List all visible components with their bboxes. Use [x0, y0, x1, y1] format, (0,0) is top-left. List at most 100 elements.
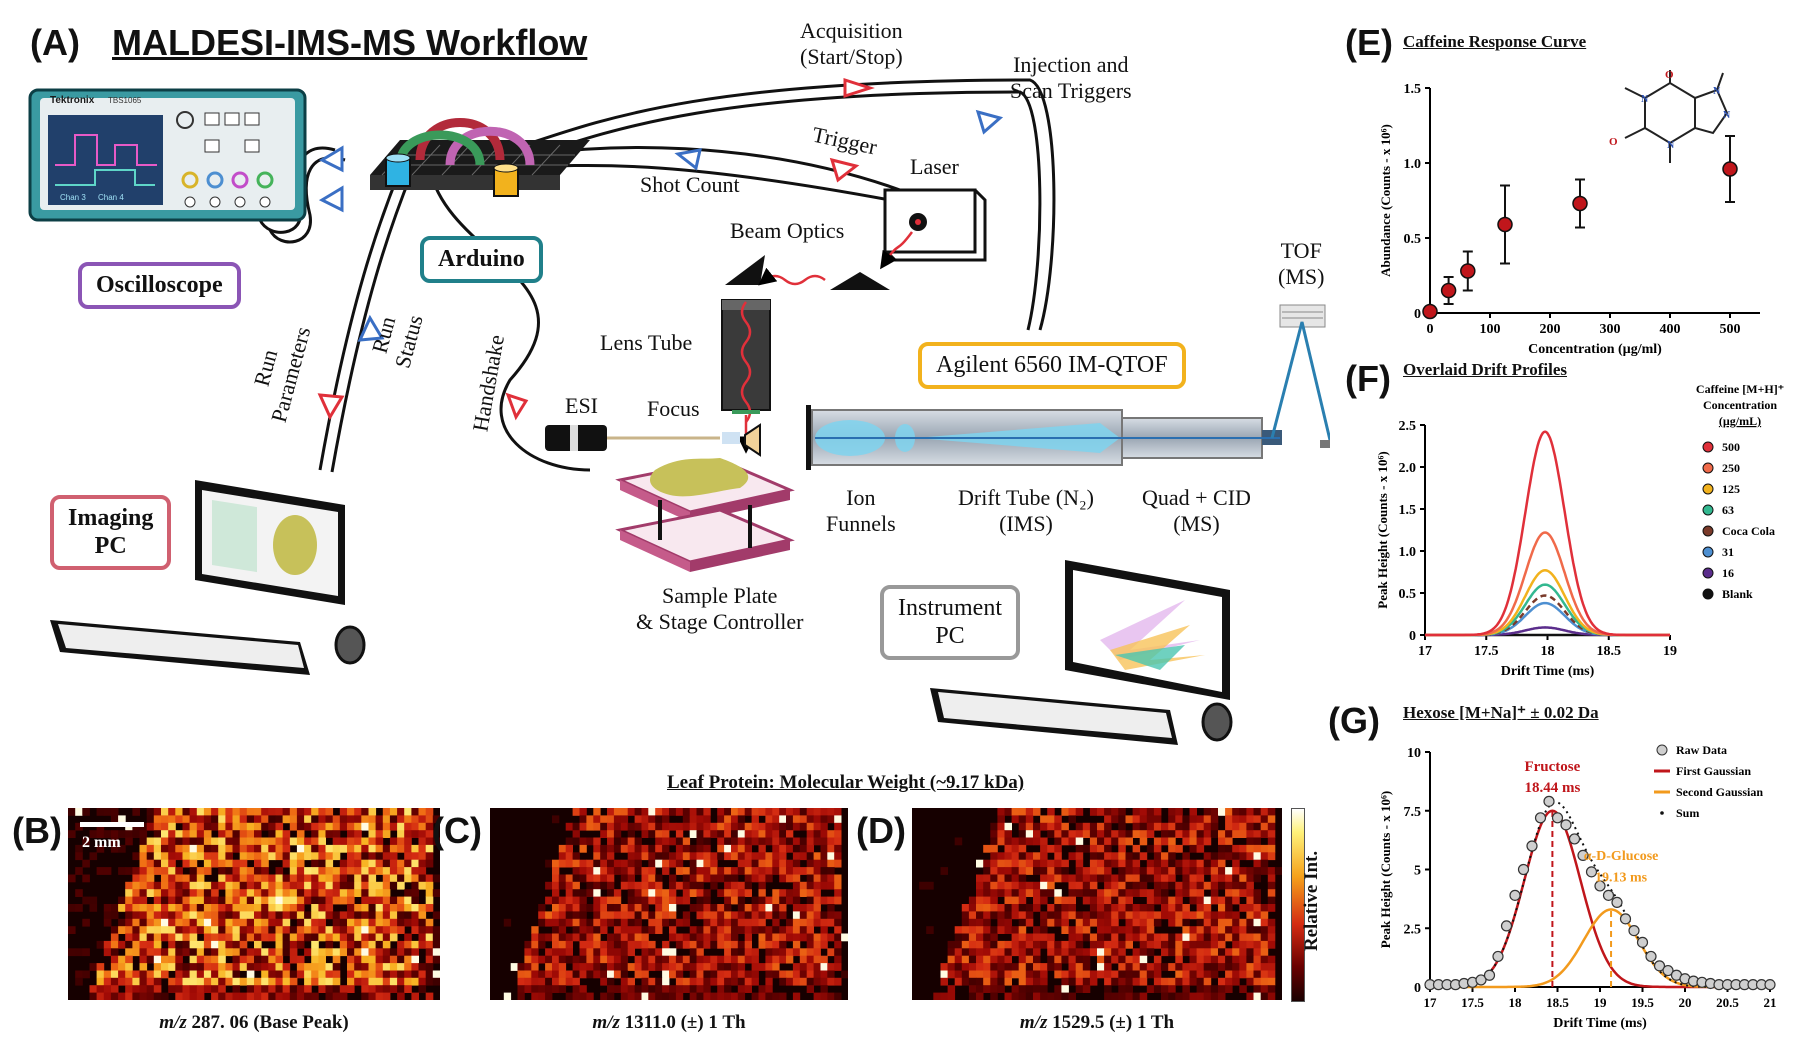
ims-image-c-pixel: [799, 815, 808, 824]
ims-image-c-pixel: [731, 896, 739, 905]
ims-image-b-pixel: [368, 933, 377, 942]
ims-image-c-pixel: [696, 948, 704, 957]
ims-image-c-pixel: [675, 859, 684, 868]
ims-image-b-pixel: [418, 808, 427, 816]
ims-image-b-pixels: [68, 808, 440, 1000]
ims-image-b-pixel: [282, 815, 291, 824]
ims-image-c-pixel: [737, 881, 746, 890]
ims-image-c-pixel: [703, 940, 711, 949]
ims-image-b-pixel: [239, 844, 248, 853]
ims-image-b-pixel: [311, 940, 319, 949]
ims-image-d-pixel: [1260, 955, 1269, 964]
ims-image-d-pixel: [1182, 933, 1190, 942]
ims-image-d-pixel: [1047, 904, 1055, 912]
ims-image-b-pixel: [318, 918, 326, 927]
ims-image-d-pixel: [1253, 940, 1261, 949]
ims-image-c-pixel: [565, 837, 573, 846]
ims-image-d-pixel: [961, 911, 970, 920]
ims-image-c-pixel: [655, 889, 663, 897]
ims-image-d-pixel: [1239, 904, 1247, 912]
ims-image-d-pixel: [1011, 815, 1020, 824]
ims-image-b-pixel: [318, 830, 326, 838]
ims-image-b-pixel: [275, 896, 284, 905]
ims-image-c-pixel: [779, 815, 787, 824]
chart-g-raw-point: [1500, 920, 1513, 932]
ims-image-b-pixel: [175, 926, 183, 934]
ims-image-c-pixel: [792, 963, 801, 971]
ims-image-c-pixel: [558, 955, 567, 964]
ims-image-b-pixel: [225, 881, 233, 890]
ims-image-d-pixel: [1061, 867, 1069, 875]
ims-image-d-pixel: [1232, 918, 1240, 927]
ims-image-c-pixel: [669, 926, 677, 934]
ims-image-d-pixel: [1104, 911, 1112, 920]
ims-image-c-pixel: [731, 933, 739, 942]
ims-image-b-pixel: [139, 874, 148, 883]
ims-image-d-pixel: [1175, 911, 1183, 920]
ims-image-b-pixel: [246, 911, 255, 920]
ims-image-d-pixel: [1239, 963, 1247, 971]
ims-image-d-pixel: [1161, 874, 1169, 883]
ims-image-b-pixel: [354, 904, 362, 912]
ims-image-c-pixel: [710, 904, 718, 912]
ims-image-b-pixel: [110, 977, 119, 986]
ims-image-d-pixel: [1182, 822, 1190, 831]
ims-image-c-pixel: [524, 985, 532, 993]
ims-image-c-pixel: [620, 837, 629, 846]
ims-image-b-pixel: [425, 852, 434, 861]
ims-image-d-pixel: [954, 963, 963, 971]
ims-image-d-pixel: [1111, 977, 1119, 986]
ims-image-c-pixel: [662, 815, 670, 824]
ims-image-d-pixel: [1033, 889, 1041, 897]
ims-image-b-pixel: [196, 874, 205, 883]
ims-image-b-pixel: [239, 822, 248, 831]
ims-image-c-pixel: [682, 837, 691, 846]
ims-image-b-pixel: [110, 911, 119, 920]
ims-image-c-pixel: [572, 830, 580, 838]
ims-image-b-pixel: [153, 963, 162, 971]
ims-image-b-pixel: [361, 881, 369, 890]
ims-image-b-pixel: [261, 815, 269, 824]
ims-image-c-pixel: [531, 933, 539, 942]
ims-image-d-pixel: [976, 926, 984, 934]
ims-image-c-pixel: [703, 955, 711, 964]
ims-image-c-pixel: [600, 977, 608, 986]
ims-image-b-pixel: [404, 896, 412, 905]
ims-image-d-pixel: [1075, 859, 1084, 868]
ims-image-c-pixel: [696, 859, 704, 868]
ims-image-c-pixel: [792, 948, 801, 957]
ims-image-d-pixel: [1089, 881, 1098, 890]
ims-image-d-pixel: [1118, 977, 1126, 986]
ims-image-b-pixel: [189, 874, 198, 883]
scope-ch1-label: Chan 3: [60, 193, 86, 202]
ims-image-d-pixel: [983, 911, 991, 920]
ims-image-c-pixel: [669, 992, 677, 1000]
ims-image-d-pixel: [1104, 889, 1112, 897]
ims-image-c-pixel: [579, 822, 587, 831]
ims-image-d-pixel: [940, 867, 948, 875]
ims-image-d-pixel: [990, 911, 998, 920]
ims-image-b-pixel: [375, 911, 384, 920]
ims-image-b-pixel: [211, 940, 219, 949]
ims-image-b-pixel: [289, 874, 298, 883]
ims-image-d-pixel: [1054, 985, 1062, 993]
ims-image-d-pixel: [1153, 911, 1162, 920]
ims-image-d-pixel: [1118, 837, 1126, 846]
ims-image-d-pixel: [1089, 867, 1098, 875]
ims-image-d-pixel: [1104, 955, 1112, 964]
ims-image-c-pixel: [607, 977, 615, 986]
ims-image-d-pixel: [1047, 844, 1055, 853]
ims-image-c-pixel: [731, 970, 739, 979]
ims-image-b-pixel: [110, 926, 119, 934]
ims-image-b-pixel: [218, 896, 226, 905]
ims-image-b-pixel: [425, 933, 434, 942]
ims-image-d-pixel: [1139, 881, 1148, 890]
ims-image-b-pixel: [103, 992, 112, 1000]
ims-image-d-pixel: [1210, 970, 1219, 979]
chart-g-raw-point: [1662, 964, 1674, 977]
ims-image-b-pixel: [275, 955, 284, 964]
ims-image-d-pixel: [961, 970, 970, 979]
ims-image-c-pixel: [779, 822, 787, 831]
ims-image-b-pixel: [232, 963, 241, 971]
ims-image-d-pixel: [1196, 881, 1205, 890]
